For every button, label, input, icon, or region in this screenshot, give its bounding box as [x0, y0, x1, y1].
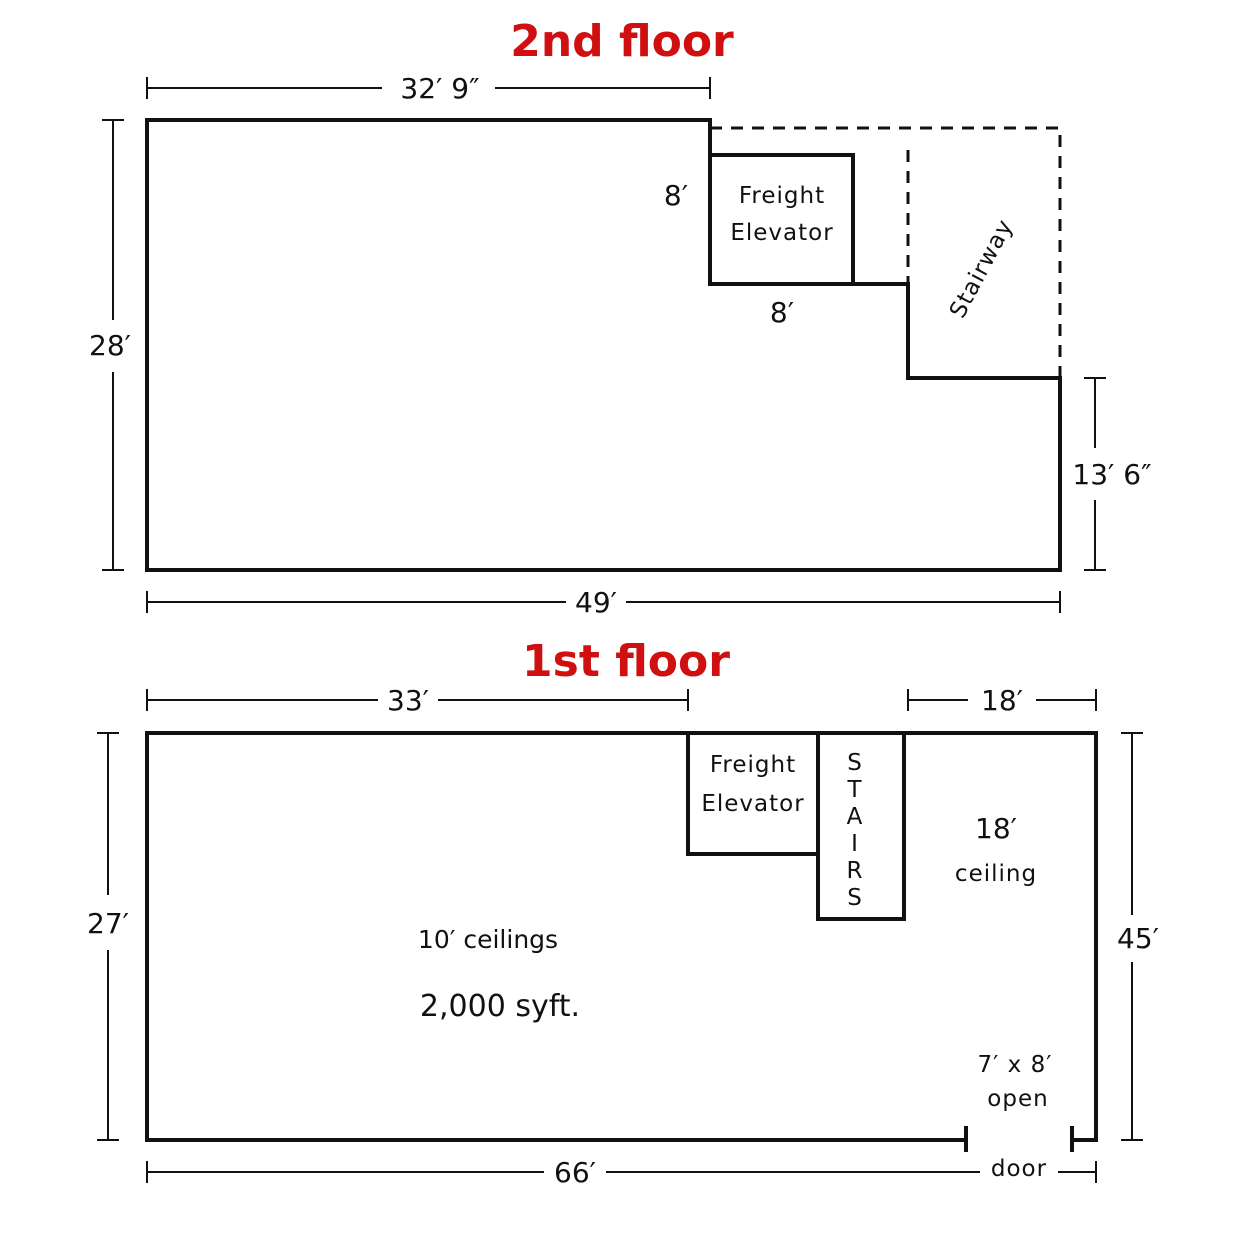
first-floor-left-dimension: 27′	[87, 907, 129, 940]
first-floor-outline	[145, 731, 1098, 1142]
first-floor-top-right-dimension: 18′	[981, 684, 1023, 717]
first-floor-bottom-dimension: 66′	[554, 1156, 596, 1189]
second-floor-left-dimension-line	[102, 119, 124, 571]
stairs-letter: S	[847, 885, 863, 911]
first-floor-freight-elevator	[686, 731, 818, 856]
first-floor-door-open-label: open	[987, 1086, 1048, 1112]
first-floor-left-dimension-line	[97, 732, 119, 1141]
second-floor-right-dimension: 13′ 6″	[1072, 458, 1151, 491]
second-floor-top-dimension-line	[146, 77, 711, 99]
second-floor-outline	[145, 118, 1062, 572]
first-floor-right-dimension: 45′	[1117, 922, 1159, 955]
first-floor-right-dimension-line	[1121, 732, 1143, 1141]
stairs-letter: T	[846, 777, 862, 803]
stairs-letter: I	[851, 831, 859, 857]
first-floor-bottom-dimension-line	[146, 1161, 1097, 1183]
first-floor-door-size: 7′ x 8′	[978, 1052, 1053, 1078]
second-floor-bottom-dimension: 49′	[575, 586, 617, 619]
second-floor-top-dimension: 32′ 9″	[400, 72, 479, 105]
first-floor-area-note: 2,000 syft.	[420, 989, 580, 1024]
first-floor-door-opening	[964, 1126, 1074, 1152]
second-floor-right-dimension-line	[1084, 377, 1106, 571]
second-floor-stairway-dashed-outline	[710, 126, 1062, 378]
second-floor-bottom-dimension-line	[146, 591, 1061, 613]
stairs-letter: R	[847, 858, 864, 884]
first-floor-door-label: door	[991, 1156, 1047, 1182]
first-floor-stairs-label: S T A I R S	[846, 750, 864, 911]
second-floor-freight-label: Freight	[739, 183, 825, 209]
first-floor-stairs	[816, 731, 906, 921]
first-floor-freight-label: Freight	[710, 752, 796, 778]
second-floor-elevator-label: Elevator	[730, 220, 833, 246]
first-floor-ceilings-note: 10′ ceilings	[418, 925, 558, 954]
first-floor-elevator-label: Elevator	[701, 791, 804, 817]
first-floor-top-left-dimension-line	[146, 689, 689, 711]
first-floor-title: 1st floor	[522, 636, 730, 687]
stairs-letter: A	[847, 804, 864, 830]
second-floor-title: 2nd floor	[510, 16, 734, 67]
second-floor-elevator-height: 8′	[664, 179, 688, 212]
stairs-letter: S	[847, 750, 863, 776]
first-floor-top-left-dimension: 33′	[387, 684, 429, 717]
first-floor-ceiling-label: ceiling	[955, 861, 1037, 887]
second-floor-elevator-width: 8′	[770, 296, 794, 329]
first-floor-top-right-dimension-line	[907, 689, 1097, 711]
first-floor-ceiling-height: 18′	[975, 812, 1017, 845]
second-floor-stairway-label: Stairway	[945, 215, 1019, 323]
second-floor-left-dimension: 28′	[89, 329, 131, 362]
second-floor-freight-elevator	[708, 153, 855, 286]
